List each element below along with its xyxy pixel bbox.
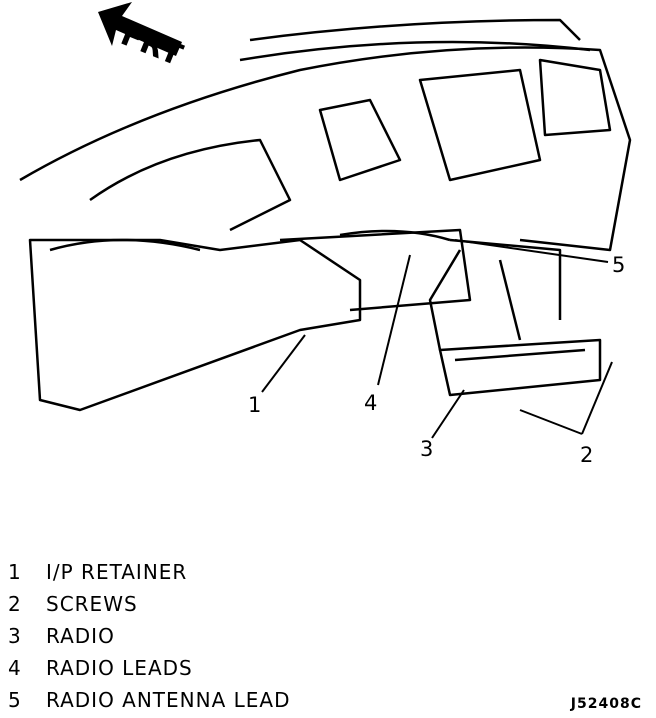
front-arrow-icon [98, 2, 182, 56]
direction-label: FRT [116, 17, 188, 73]
legend-label: RADIO ANTENNA LEAD [46, 688, 291, 712]
callout-2: 2 [580, 443, 593, 467]
callout-5: 5 [612, 253, 625, 277]
legend-item: 5 RADIO ANTENNA LEAD [8, 684, 428, 716]
instrument-panel-outline [19, 18, 632, 412]
callout-3: 3 [420, 437, 433, 461]
leader-lines [261, 239, 613, 439]
legend-item: 2 SCREWS [8, 588, 428, 620]
legend-number: 5 [8, 688, 22, 712]
callout-4: 4 [364, 391, 377, 415]
callout-1: 1 [248, 393, 261, 417]
legend-number: 3 [8, 624, 22, 648]
radio-installation-diagram: FRT 1 2 3 4 5 [19, 2, 632, 467]
legend-label: RADIO LEADS [46, 656, 193, 680]
legend-item: 3 RADIO [8, 620, 428, 652]
legend-label: RADIO [46, 624, 115, 648]
legend-label: SCREWS [46, 592, 138, 616]
legend-item: 1 I/P RETAINER [8, 556, 428, 588]
legend-number: 2 [8, 592, 22, 616]
figure-code: J52408C [570, 696, 642, 712]
legend-label: I/P RETAINER [46, 560, 188, 584]
legend-item: 4 RADIO LEADS [8, 652, 428, 684]
legend-number: 4 [8, 656, 22, 680]
parts-legend: 1 I/P RETAINER 2 SCREWS 3 RADIO 4 RADIO … [8, 556, 428, 716]
legend-number: 1 [8, 560, 22, 584]
